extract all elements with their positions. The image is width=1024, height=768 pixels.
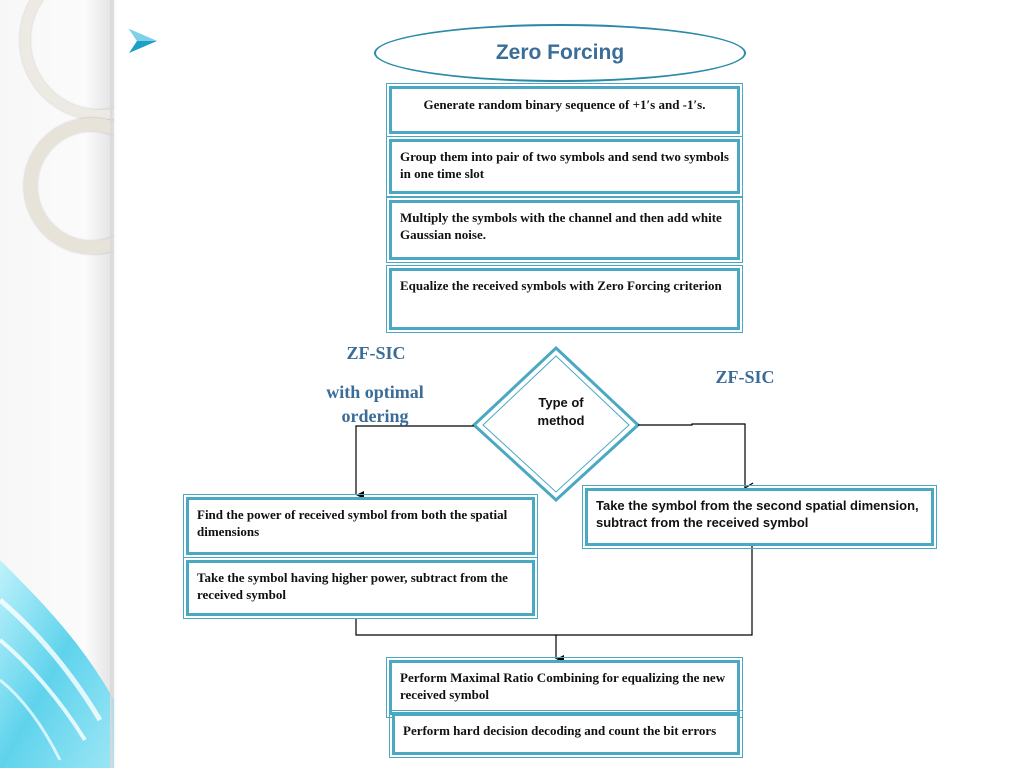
connector-right <box>638 423 754 494</box>
decision-label: Type of method <box>537 395 585 428</box>
step-equalize: Equalize the received symbols with Zero … <box>386 265 743 333</box>
step-multiply-channel: Multiply the symbols with the channel an… <box>386 197 743 263</box>
step-find-power: Find the power of received symbol from b… <box>183 494 538 558</box>
flowchart-title: Zero Forcing <box>495 41 625 64</box>
title-oval: Zero Forcing <box>374 24 746 82</box>
sidebar-edge <box>110 0 116 768</box>
left-branch-label: ZF-SIC <box>346 343 406 363</box>
left-branch-sublabel: with optimal ordering <box>326 382 424 426</box>
step-group-symbols: Group them into pair of two symbols and … <box>386 136 743 197</box>
right-branch-label: ZF-SIC <box>715 367 775 387</box>
step-subtract-higher-power: Take the symbol having higher power, sub… <box>183 557 538 619</box>
decorative-swoosh <box>0 560 114 768</box>
connector-left <box>355 425 474 499</box>
step-generate-sequence: Generate random binary sequence of +1′s … <box>386 83 743 137</box>
decision-diamond-inner <box>482 355 630 493</box>
connector-merge <box>355 546 753 636</box>
step-mrc: Perform Maximal Ratio Combining for equa… <box>386 657 743 718</box>
decorative-sidebar <box>0 0 114 768</box>
step-subtract-second-dimension: Take the symbol from the second spatial … <box>582 485 937 549</box>
step-hard-decision: Perform hard decision decoding and count… <box>389 710 743 758</box>
chevron-arrow-icon <box>129 29 157 53</box>
